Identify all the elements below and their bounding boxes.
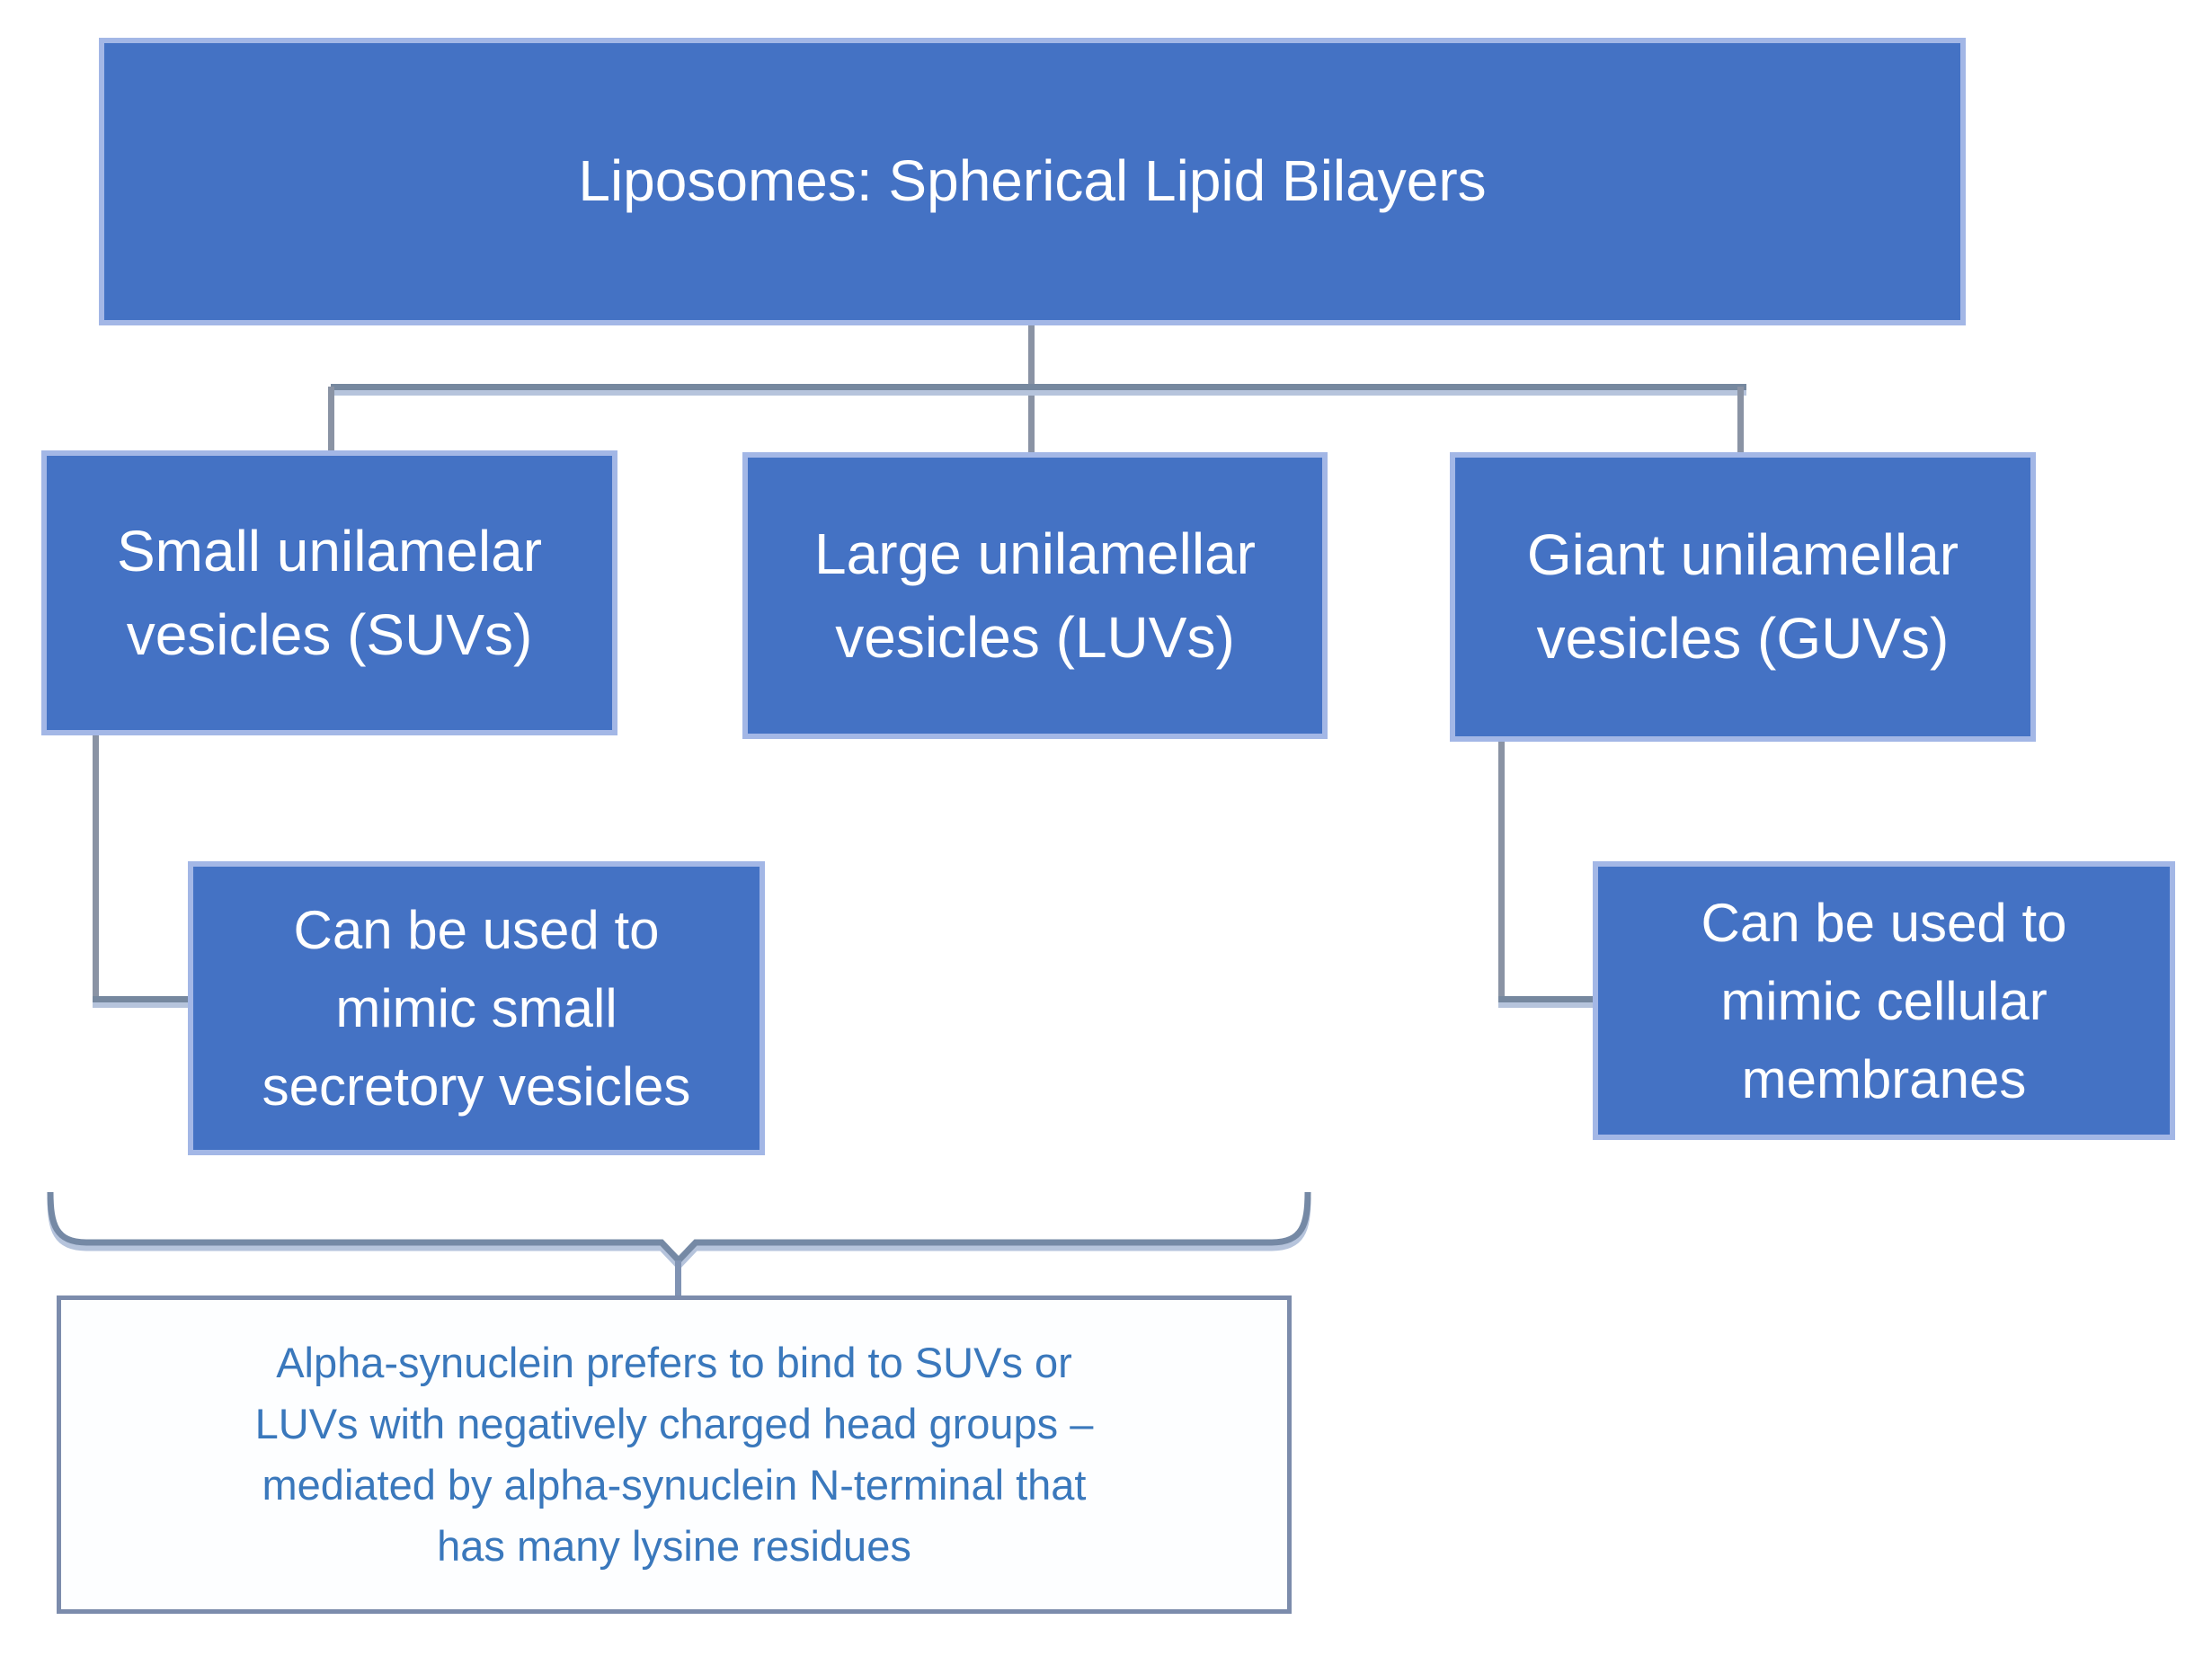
node-guv-label-line2: vesicles (GUVs) <box>1536 606 1950 671</box>
connector-stub-suv <box>328 387 334 454</box>
node-luv-label-line2: vesicles (LUVs) <box>835 604 1235 670</box>
note-suv-line3: secretory vesicles <box>262 1056 691 1117</box>
note-suv-line1: Can be used to <box>293 900 660 960</box>
node-luv-label-line1: Large unilamellar <box>814 521 1256 586</box>
callout-alpha-synuclein: Alpha-synuclein prefers to bind to SUVs … <box>57 1295 1292 1614</box>
connector-elbow-guv-vertical <box>1498 742 1505 1002</box>
node-root-liposomes: Liposomes: Spherical Lipid Bilayers <box>99 38 1966 325</box>
node-suv-label-line1: Small unilamelar <box>116 518 543 583</box>
connector-elbow-suv-horizontal <box>93 996 191 1002</box>
connector-elbow-suv-vertical <box>93 735 99 1002</box>
callout-line1: Alpha-synuclein prefers to bind to SUVs … <box>276 1338 1072 1386</box>
note-suv-line2: mimic small <box>335 978 617 1038</box>
note-guv-line3: membranes <box>1741 1048 2027 1109</box>
callout-line2: LUVs with negatively charged head groups… <box>254 1399 1094 1447</box>
node-guv-label-line1: Giant unilamellar <box>1526 522 1959 588</box>
note-suv: Can be used to mimic small secretory ves… <box>188 861 765 1155</box>
callout-line3: mediated by alpha-synuclein N-terminal t… <box>262 1461 1087 1509</box>
connector-crossbar <box>331 384 1746 390</box>
node-suv: Small unilamelar vesicles (SUVs) <box>41 450 617 735</box>
node-root-label: Liposomes: Spherical Lipid Bilayers <box>578 148 1487 214</box>
node-guv: Giant unilamellar vesicles (GUVs) <box>1450 452 2036 742</box>
connector-brace-stem <box>675 1260 681 1299</box>
connector-elbow-guv-horizontal <box>1498 996 1596 1002</box>
node-suv-label-line2: vesicles (SUVs) <box>126 601 533 667</box>
connector-stub-guv <box>1737 387 1744 456</box>
note-guv-line2: mimic cellular <box>1720 970 2048 1031</box>
callout-line4: has many lysine residues <box>437 1522 911 1571</box>
note-guv: Can be used to mimic cellular membranes <box>1593 861 2175 1140</box>
note-guv-line1: Can be used to <box>1701 892 2067 953</box>
node-luv: Large unilamellar vesicles (LUVs) <box>742 452 1328 739</box>
